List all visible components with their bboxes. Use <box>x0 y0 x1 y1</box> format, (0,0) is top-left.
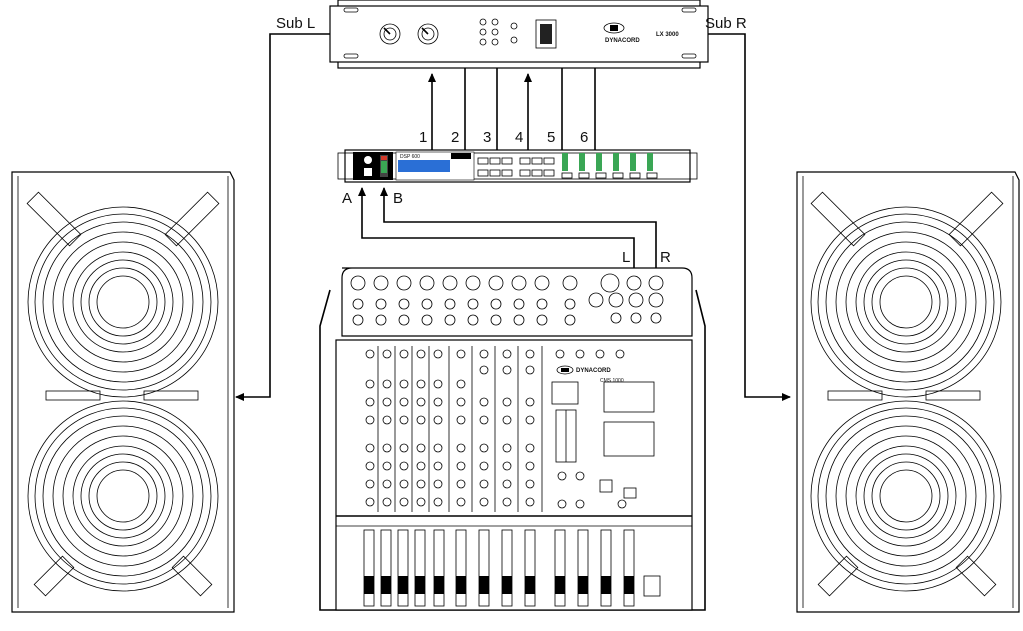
mixer-main-out-jacks <box>588 273 664 324</box>
label-input-b: B <box>393 190 403 207</box>
amp-logo-icon <box>603 22 625 34</box>
gain-knob-a-icon <box>379 23 401 45</box>
cable-input-a <box>358 187 635 286</box>
mixer-strip-dividers <box>377 346 543 512</box>
gain-knob-b-icon <box>417 23 439 45</box>
label-output-6: 6 <box>580 129 588 146</box>
label-sub-l: Sub L <box>276 15 315 32</box>
label-output-2: 2 <box>451 129 459 146</box>
cable-sub-l <box>235 33 330 401</box>
amp-indicator-leds <box>479 18 518 46</box>
amplifier-lx3000: DYNACORD LX 3000 <box>329 0 709 69</box>
amp-model: LX 3000 <box>656 32 679 38</box>
processor-dsp600: DSP 600 <box>337 149 698 183</box>
label-mixer-l: L <box>622 249 630 266</box>
dsp-model: DSP 600 <box>400 154 420 160</box>
dsp-level-meters <box>561 153 658 179</box>
mixer-input-jacks <box>350 275 578 326</box>
mixer-channel-knobs <box>365 349 627 509</box>
label-output-3: 3 <box>483 129 491 146</box>
cable-input-b <box>380 187 657 286</box>
label-input-a: A <box>342 190 352 207</box>
mixer-master-section: DYNACORD CMS 1000 <box>551 365 655 499</box>
label-mixer-r: R <box>660 249 671 266</box>
mixer-model: CMS 1000 <box>600 378 624 384</box>
label-output-4: 4 <box>515 129 523 146</box>
mixer-brand: DYNACORD <box>576 368 611 374</box>
subwoofer-left <box>11 171 235 613</box>
mixer-cms1000: DYNACORD CMS 1000 <box>319 267 706 611</box>
subwoofer-right <box>796 171 1020 613</box>
amp-brand: DYNACORD <box>605 38 640 44</box>
label-sub-r: Sub R <box>705 15 747 32</box>
dsp-display <box>398 160 450 172</box>
mixer-faders <box>363 529 661 607</box>
label-output-1: 1 <box>419 129 427 146</box>
dsp-buttons <box>477 157 555 177</box>
power-switch-icon <box>535 19 557 49</box>
cable-sub-r <box>708 33 791 401</box>
label-output-5: 5 <box>547 129 555 146</box>
